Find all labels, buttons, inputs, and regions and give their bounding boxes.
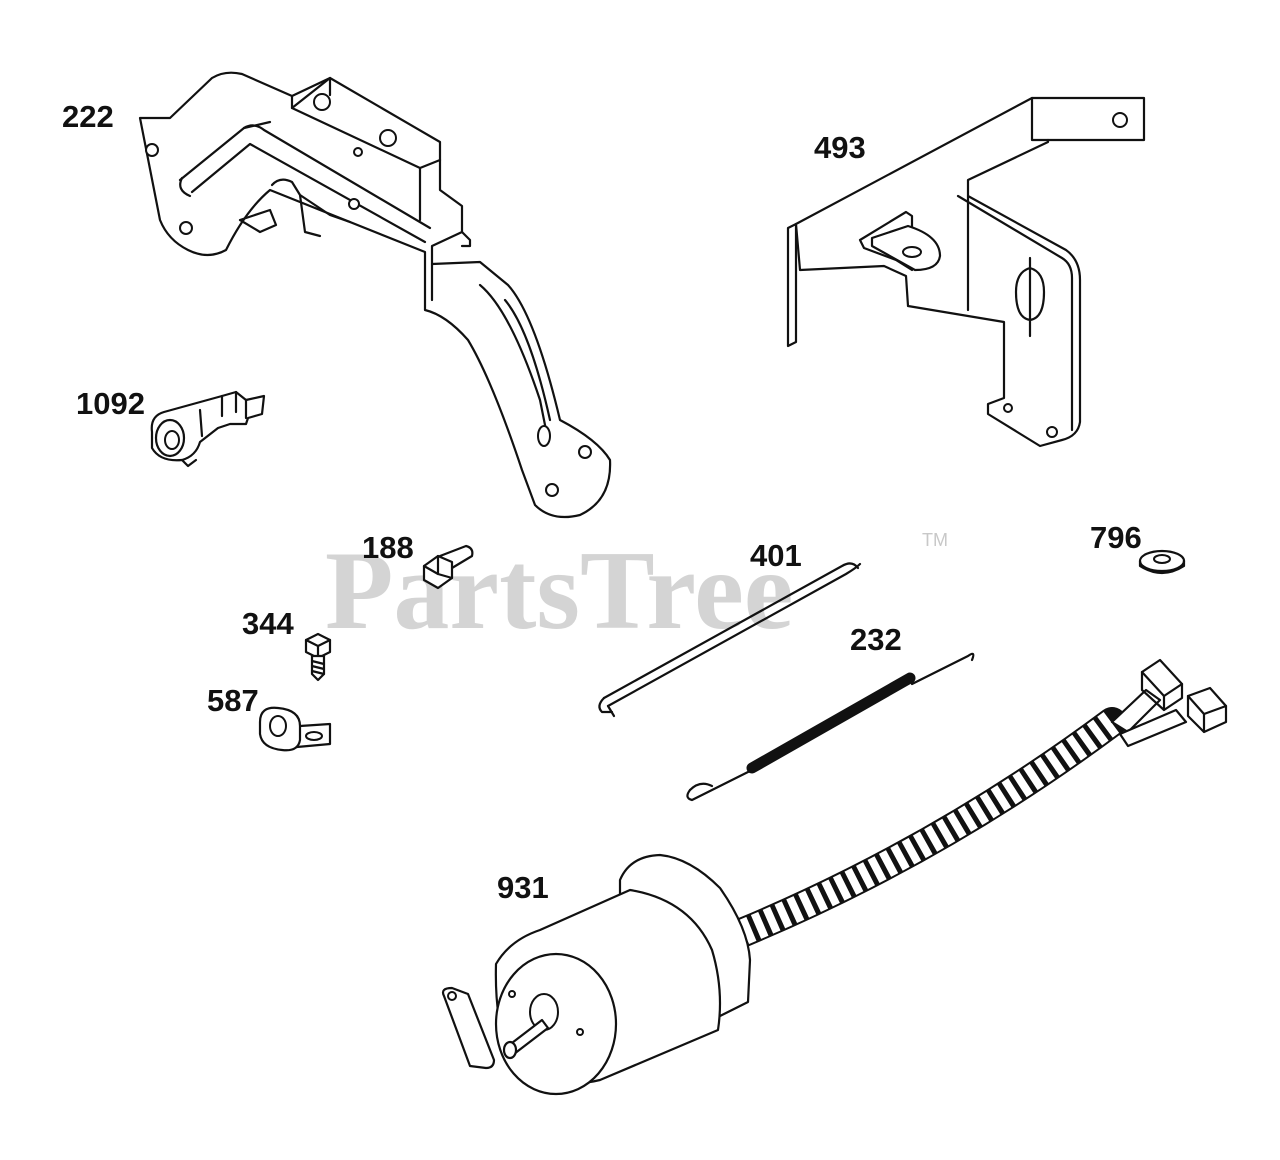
part-401-rod[interactable] xyxy=(598,562,862,718)
part-796-washer[interactable] xyxy=(1138,549,1186,575)
part-188-bolt[interactable] xyxy=(422,544,474,590)
part-232-spring[interactable] xyxy=(686,652,975,802)
part-1092-cable-clip[interactable] xyxy=(150,390,266,468)
watermark-text: PartsTree xyxy=(325,529,794,653)
part-label-587[interactable]: 587 xyxy=(207,683,259,718)
watermark-trademark: TM xyxy=(922,530,948,550)
part-931-solenoid[interactable] xyxy=(441,658,1228,1096)
part-label-931[interactable]: 931 xyxy=(497,870,549,905)
part-label-222[interactable]: 222 xyxy=(62,99,114,134)
part-label-1092[interactable]: 1092 xyxy=(76,386,145,421)
part-344-screw[interactable] xyxy=(304,632,332,682)
watermark: PartsTree TM xyxy=(325,529,948,653)
part-222-control-bracket[interactable] xyxy=(138,71,612,519)
part-label-401[interactable]: 401 xyxy=(750,538,802,573)
part-label-796[interactable]: 796 xyxy=(1090,520,1142,555)
part-label-344[interactable]: 344 xyxy=(242,606,294,641)
part-label-493[interactable]: 493 xyxy=(814,130,866,165)
part-label-232[interactable]: 232 xyxy=(850,622,902,657)
part-587-clamp[interactable] xyxy=(258,706,332,752)
part-493-bracket[interactable] xyxy=(786,96,1146,448)
part-label-188[interactable]: 188 xyxy=(362,530,414,565)
